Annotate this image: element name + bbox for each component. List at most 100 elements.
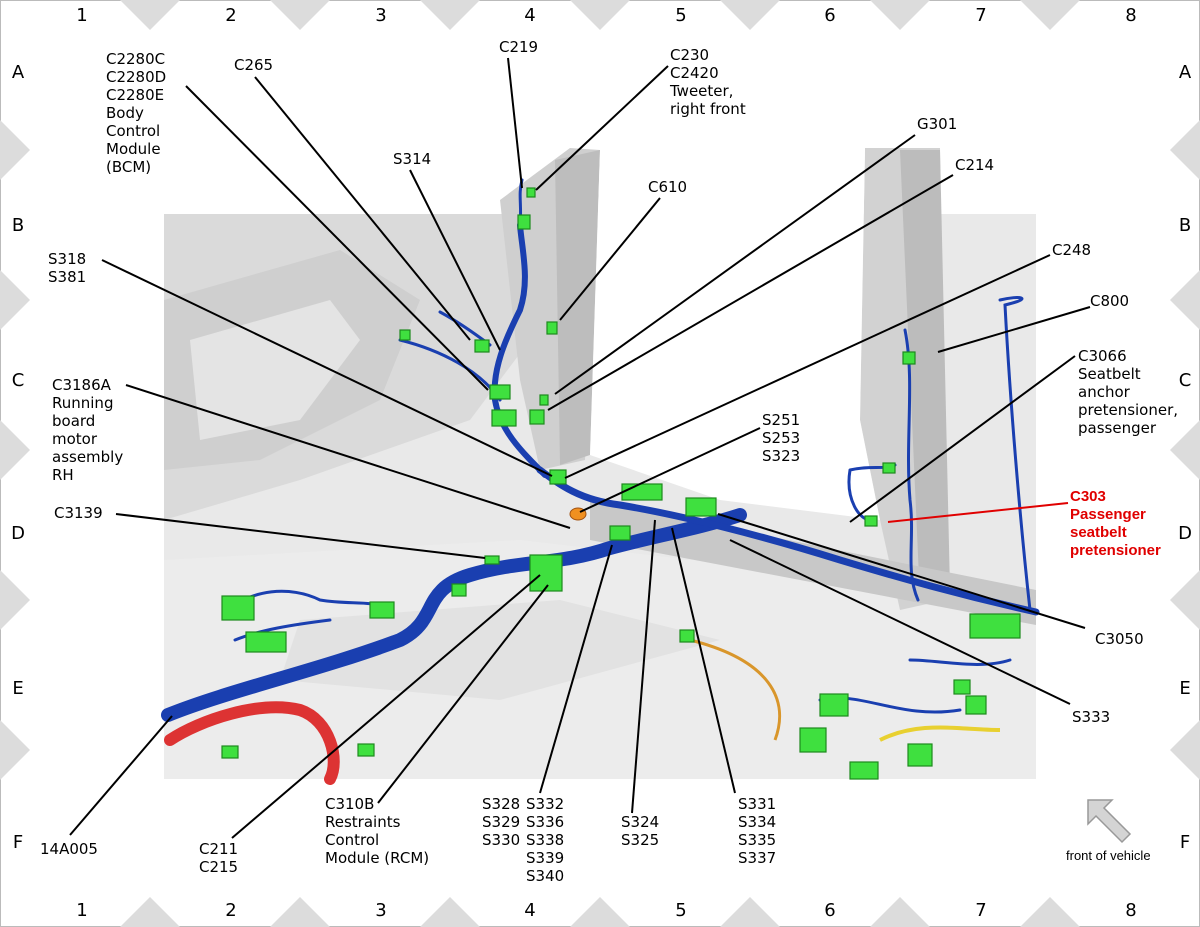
- callout-g301: G301: [917, 115, 957, 133]
- callout-c610: C610: [648, 178, 687, 196]
- grid-col-label: 7: [975, 5, 986, 26]
- callout-c230: C230 C2420 Tweeter, right front: [669, 46, 746, 118]
- callout-s331: S331 S334 S335 S337: [738, 795, 776, 867]
- grid-row-label: A: [12, 62, 25, 83]
- callout-c3186a: C3186A Running board motor assembly RH: [52, 376, 123, 484]
- callout-text: C215: [199, 858, 238, 876]
- grid-col-label: 4: [524, 900, 535, 921]
- callout-c211: C211 C215: [199, 840, 238, 876]
- leader-lines: [69, 57, 1091, 839]
- callout-text-highlight: C303: [1070, 488, 1106, 505]
- callout-c2280: C2280C C2280D C2280E Body Control Module…: [106, 50, 166, 176]
- grid-col-label: 7: [975, 900, 986, 921]
- callout-text: Body: [106, 104, 144, 122]
- connectors: [221, 187, 1021, 780]
- callout-text: S337: [738, 849, 776, 867]
- grid-row-label: D: [1178, 523, 1192, 544]
- callout-text: C2280C: [106, 50, 165, 68]
- callout-text: Running: [52, 394, 113, 412]
- grid-col-label: 6: [824, 900, 835, 921]
- callout-s328: S328 S329 S330: [482, 795, 520, 849]
- callout-text: C230: [670, 46, 709, 64]
- callout-s318: S318 S381: [48, 250, 86, 286]
- callout-text: S318: [48, 250, 86, 268]
- callout-c265: C265: [234, 56, 273, 74]
- grid-col-label: 3: [375, 900, 386, 921]
- callout-text: S324: [621, 813, 659, 831]
- grid-row-label: B: [12, 215, 24, 236]
- callout-text: S325: [621, 831, 659, 849]
- callout-text: Module (RCM): [325, 849, 429, 867]
- callout-c214: C214: [955, 156, 994, 174]
- callout-c3066: C3066 Seatbelt anchor pretensioner, pass…: [1078, 347, 1178, 437]
- callout-text-highlight: Passenger: [1070, 506, 1146, 523]
- callout-s333: S333: [1072, 708, 1110, 726]
- grid-row-label: C: [12, 370, 25, 391]
- callout-text: (BCM): [106, 158, 151, 176]
- grid-row-label: A: [1179, 62, 1192, 83]
- callout-text: assembly: [52, 448, 123, 466]
- callout-c3050: C3050: [1095, 630, 1144, 648]
- grid-col-label: 8: [1125, 5, 1136, 26]
- grid-col-label: 4: [524, 5, 535, 26]
- grid-col-label: 3: [375, 5, 386, 26]
- callout-text: S381: [48, 268, 86, 286]
- grid-row-label: F: [13, 832, 23, 853]
- callout-text: S323: [762, 447, 800, 465]
- grid-row-label: F: [1180, 832, 1190, 853]
- callout-text: S339: [526, 849, 564, 867]
- callout-s251: S251 S253 S323: [762, 411, 800, 465]
- callout-text: C3066: [1078, 347, 1127, 365]
- callout-text: anchor: [1078, 383, 1131, 401]
- grid-col-label: 2: [225, 900, 236, 921]
- grid-col-label: 5: [675, 900, 686, 921]
- callout-text: Control: [106, 122, 160, 140]
- callout-text: right front: [670, 100, 746, 118]
- callout-text: board: [52, 412, 95, 430]
- callout-text-highlight: pretensioner: [1070, 542, 1161, 559]
- callout-s324: S324 S325: [621, 813, 659, 849]
- callout-text: S330: [482, 831, 520, 849]
- callout-c248: C248: [1052, 241, 1091, 259]
- callout-text: S329: [482, 813, 520, 831]
- callout-c3139: C3139: [54, 504, 103, 522]
- callout-text: S332: [526, 795, 564, 813]
- grid-row-label: E: [1179, 678, 1190, 699]
- callout-text: passenger: [1078, 419, 1157, 437]
- grid-row-label: B: [1179, 215, 1191, 236]
- row-labels-left: A B C D E F: [11, 62, 25, 853]
- callout-text: Module: [106, 140, 161, 158]
- callout-text: C211: [199, 840, 238, 858]
- front-of-vehicle-arrow-icon: [1087, 799, 1132, 844]
- grid-col-label: 1: [76, 5, 87, 26]
- callout-s332: S332 S336 S338 S339 S340: [526, 795, 564, 885]
- grid-row-label: E: [12, 678, 23, 699]
- callout-text: motor: [52, 430, 98, 448]
- callout-c310b: C310B Restraints Control Module (RCM): [325, 795, 429, 867]
- callout-text: S253: [762, 429, 800, 447]
- callout-text: C2280E: [106, 86, 164, 104]
- grid-col-label: 2: [225, 5, 236, 26]
- callout-text: C310B: [325, 795, 374, 813]
- grid-col-label: 5: [675, 5, 686, 26]
- grid-col-label: 8: [1125, 900, 1136, 921]
- callout-text: S335: [738, 831, 776, 849]
- grid-col-label: 6: [824, 5, 835, 26]
- callout-s314: S314: [393, 150, 431, 168]
- callout-text: Tweeter,: [669, 82, 733, 100]
- callout-text: C2280D: [106, 68, 166, 86]
- callout-text: C3186A: [52, 376, 112, 394]
- callout-text-highlight: seatbelt: [1070, 524, 1127, 541]
- column-labels-bottom: 1 2 3 4 5 6 7 8: [76, 900, 1136, 921]
- callout-text: RH: [52, 466, 74, 484]
- callout-c219: C219: [499, 38, 538, 56]
- column-labels-top: 1 2 3 4 5 6 7 8: [76, 5, 1136, 26]
- callout-text: pretensioner,: [1078, 401, 1178, 419]
- callout-text: S338: [526, 831, 564, 849]
- callout-text: S251: [762, 411, 800, 429]
- front-of-vehicle-label: front of vehicle: [1066, 848, 1151, 863]
- callout-text: S331: [738, 795, 776, 813]
- vehicle-body-illustration: [164, 148, 1036, 779]
- grid-row-label: C: [1179, 370, 1192, 391]
